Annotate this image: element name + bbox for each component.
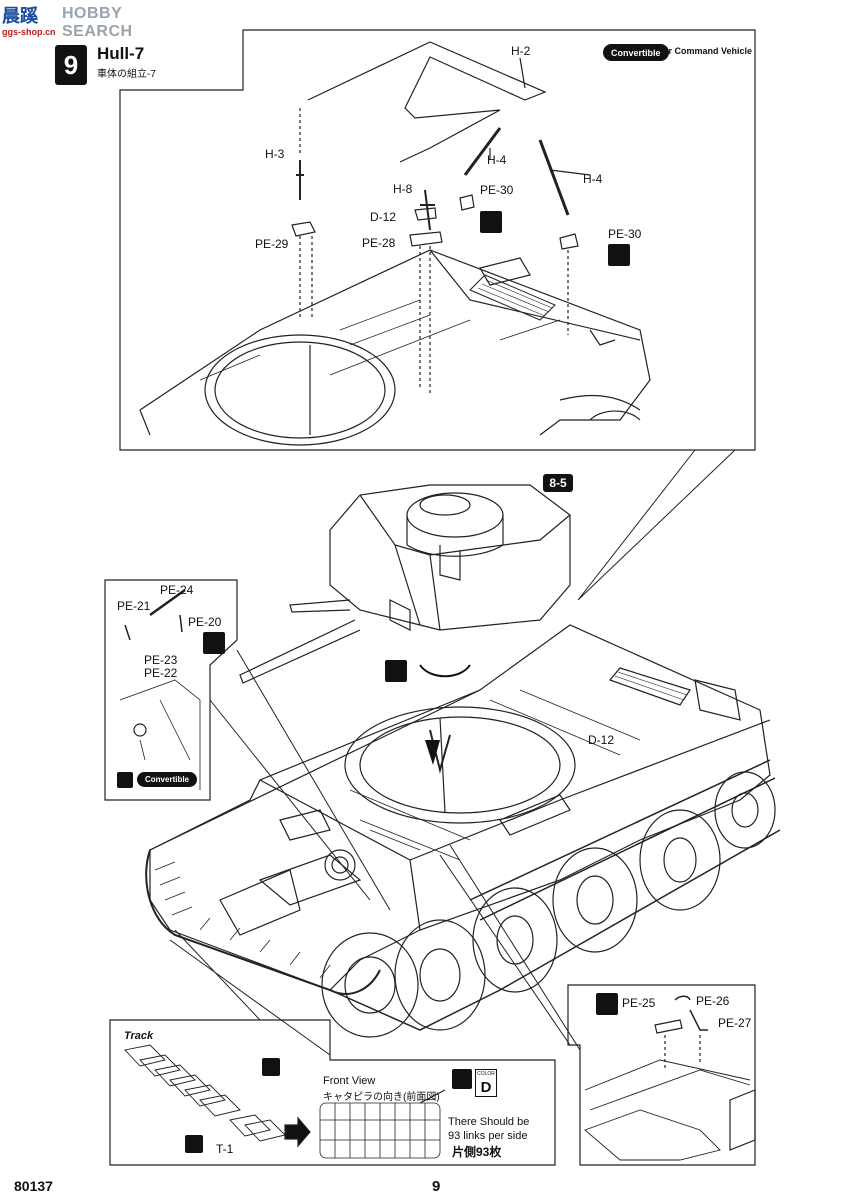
- label-h8: H-8: [393, 182, 413, 196]
- right-inset-frame: [567, 984, 756, 1166]
- road-wheels: [321, 771, 776, 1038]
- h4-part-left: [463, 127, 502, 176]
- watermark-logo: 晨蹊: [2, 6, 38, 26]
- d12-part-top: [414, 207, 437, 221]
- label-pe28: PE-28: [362, 236, 396, 250]
- label-pe29: PE-29: [255, 237, 289, 251]
- label-pe20: PE-20: [188, 615, 222, 629]
- h3-part: [296, 160, 304, 200]
- product-code: 80137: [14, 1178, 53, 1194]
- color-code-box: COLOR D: [475, 1069, 497, 1097]
- label-pe21: PE-21: [117, 599, 151, 613]
- top-hull-hatch-grille: [477, 279, 553, 317]
- bend-icon: [203, 632, 225, 654]
- front-track: [145, 849, 381, 995]
- pe30-part-b: [559, 233, 579, 250]
- color-code: D: [480, 1079, 492, 1096]
- label-pe23: PE-23: [144, 653, 178, 667]
- turret-rotate-arrow: [419, 664, 471, 678]
- upper-track-run: [469, 759, 776, 921]
- left-inset-frame: [104, 579, 238, 801]
- page-number: 9: [432, 1178, 441, 1195]
- links-note-jp: 片側93枚: [452, 1145, 502, 1159]
- label-pe26: PE-26: [696, 994, 730, 1008]
- main-engine-grille: [608, 667, 691, 706]
- label-pe27: PE-27: [718, 1016, 752, 1030]
- cement-icon: [185, 1135, 203, 1153]
- turret-outline: [329, 484, 571, 631]
- front-view-label-jp: キャタピラの向き(前面図): [323, 1092, 440, 1103]
- track-title: Track: [124, 1030, 154, 1042]
- watermark: 晨蹊 HOBBY SEARCH ggs-shop.cn: [0, 0, 170, 40]
- main-hull-outline: [149, 624, 771, 991]
- bend-icon: [608, 244, 630, 266]
- front-track-links: [154, 861, 331, 979]
- ref-step-badge: 8-5: [543, 474, 573, 492]
- label-h4-right: H-4: [583, 172, 603, 186]
- bend-icon: [480, 211, 502, 233]
- label-t1: T-1: [216, 1142, 234, 1156]
- cement-icon: [262, 1058, 280, 1076]
- turret-cupola: [406, 492, 504, 538]
- step-title: Hull-7: [97, 44, 145, 63]
- label-pe24: PE-24: [160, 583, 194, 597]
- direction-arrow: [284, 1116, 311, 1148]
- watermark-domain: ggs-shop.cn: [2, 27, 56, 37]
- watermark-text: HOBBY SEARCH: [62, 5, 133, 40]
- bend-icon: [117, 772, 133, 788]
- label-pe25: PE-25: [622, 996, 656, 1010]
- top-callout-line: [577, 449, 736, 601]
- pe28-part: [409, 231, 443, 247]
- rotate-icon: [385, 660, 407, 682]
- track-links-exploded: [124, 1044, 286, 1142]
- links-note-1: There Should be: [448, 1116, 530, 1128]
- main-gun-barrel: [239, 619, 361, 684]
- label-h2: H-2: [511, 44, 531, 58]
- step-number: 9: [55, 45, 87, 85]
- label-pe30-a: PE-30: [480, 183, 514, 197]
- top-hull-turret-ring: [204, 334, 396, 446]
- label-pe30-b: PE-30: [608, 227, 642, 241]
- label-d12-top: D-12: [370, 210, 397, 224]
- h4-part-right: [538, 139, 570, 216]
- front-view-label: Front View: [323, 1075, 376, 1087]
- top-hull-outline: [139, 249, 651, 436]
- label-h4-left: H-4: [487, 153, 507, 167]
- left-convertible-badge: Convertible: [137, 772, 198, 787]
- top-inset-frame: [119, 29, 756, 451]
- command-vehicle-note: for Command Vehicle: [660, 46, 753, 56]
- main-turret-ring: [344, 706, 576, 824]
- h8-part: [420, 189, 435, 231]
- step-subtitle: 車体の組立-7: [97, 69, 156, 80]
- convertible-badge: Convertible: [603, 44, 669, 61]
- h2-rollbar-part: [307, 41, 547, 163]
- pe30-part-a: [459, 194, 475, 211]
- track-inset-frame: [109, 1019, 556, 1166]
- bend-icon: [596, 993, 618, 1015]
- paint-icon: [452, 1069, 472, 1089]
- links-note-2: 93 links per side: [448, 1130, 528, 1142]
- label-h3: H-3: [265, 147, 285, 161]
- track-front-view: [319, 1102, 441, 1159]
- label-pe22: PE-22: [144, 666, 178, 680]
- color-code-caption: COLOR: [477, 1071, 495, 1077]
- label-d12-main: D-12: [588, 733, 615, 747]
- pe29-part: [291, 221, 316, 237]
